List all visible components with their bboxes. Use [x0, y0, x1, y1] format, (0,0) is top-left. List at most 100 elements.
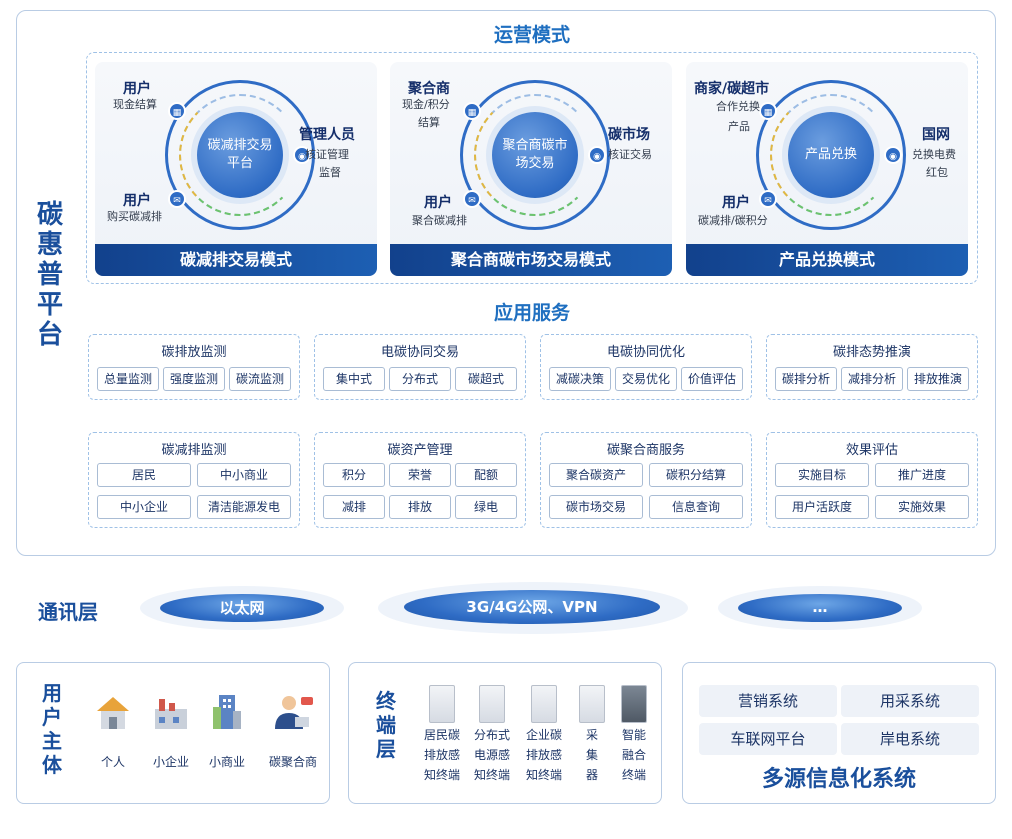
terminal-label-line: 知终端	[423, 768, 460, 782]
person-node-icon: ◉	[293, 146, 311, 164]
terminal-label-line: 集	[585, 748, 598, 762]
svc-item[interactable]: 清洁能源发电	[197, 495, 291, 519]
svc-item[interactable]: 碳流监测	[229, 367, 291, 391]
cycle-arrow-colored	[770, 94, 892, 216]
svc-item[interactable]: 绿电	[455, 495, 517, 519]
terminal-label: 分布式 电源感 知终端	[469, 725, 515, 785]
svc-item[interactable]: 荣誉	[389, 463, 451, 487]
building-icon	[213, 695, 241, 729]
role-desc: 结算	[418, 116, 440, 129]
model-bar: 聚合商碳市场交易模式	[390, 244, 672, 276]
factory-icon	[155, 699, 187, 729]
svc-item[interactable]: 聚合碳资产	[549, 463, 643, 487]
model-card-carbon-reduction: 碳减排交易平台 ▦ ◉ ✉ 用户 现金结算 管理人员 核证管理 监督 用户 购买…	[95, 62, 377, 276]
app-node-icon: ▦	[759, 102, 777, 120]
terminal-device-icon	[479, 685, 505, 723]
cycle-core: 产品兑换	[788, 112, 874, 198]
svc-item[interactable]: 总量监测	[97, 367, 159, 391]
svc-item[interactable]: 实施效果	[875, 495, 969, 519]
svc-item[interactable]: 分布式	[389, 367, 451, 391]
svc-item[interactable]: 碳市场交易	[549, 495, 643, 519]
svc-item[interactable]: 强度监测	[163, 367, 225, 391]
comm-more: …	[738, 594, 902, 622]
app-services-title: 应用服务	[493, 302, 570, 324]
terminal-device-icon	[579, 685, 605, 723]
system-item[interactable]: 营销系统	[699, 685, 837, 717]
operation-mode-title: 运营模式	[493, 24, 570, 46]
role-desc: 核证交易	[608, 148, 652, 161]
chat-node-icon: ✉	[759, 190, 777, 208]
platform-title: 碳惠普平台	[36, 200, 63, 350]
cycle-arrow-colored	[179, 94, 301, 216]
house-icon	[97, 697, 129, 729]
chat-node-icon: ✉	[463, 190, 481, 208]
svc-group-title: 碳聚合商服务	[606, 443, 685, 458]
svc-item[interactable]: 积分	[323, 463, 385, 487]
role-desc: 产品	[728, 120, 750, 133]
role-desc: 购买碳减排	[107, 210, 162, 223]
role-name: 用户	[123, 193, 151, 209]
svc-item[interactable]: 集中式	[323, 367, 385, 391]
svc-item[interactable]: 碳排分析	[775, 367, 837, 391]
system-item[interactable]: 岸电系统	[841, 723, 979, 755]
model-card-aggregator: 聚合商碳市场交易 ▦ ◉ ✉ 聚合商 现金/积分 结算 碳市场 核证交易 用户 …	[390, 62, 672, 276]
terminal-label-line: 知终端	[525, 768, 562, 782]
system-item[interactable]: 车联网平台	[699, 723, 837, 755]
svc-item[interactable]: 碳积分结算	[649, 463, 743, 487]
terminal-label-line: 居民碳	[423, 728, 460, 742]
terminal-label-line: 终端	[621, 768, 646, 782]
operation-mode-box	[86, 52, 978, 284]
terminal-label-line: 融合	[621, 748, 646, 762]
terminal-label-line: 企业碳	[525, 728, 562, 742]
user-label: 碳聚合商	[268, 755, 317, 769]
svc-group: 碳排放监测 总量监测 强度监测 碳流监测	[88, 334, 300, 400]
svc-item[interactable]: 减排	[323, 495, 385, 519]
svc-group: 电碳协同优化 减碳决策 交易优化 价值评估	[540, 334, 752, 400]
comm-ethernet: 以太网	[160, 594, 324, 622]
role-desc: 合作兑换	[716, 100, 760, 113]
role-desc: 红包	[926, 166, 948, 179]
svc-item[interactable]: 碳超式	[455, 367, 517, 391]
svc-item[interactable]: 推广进度	[875, 463, 969, 487]
terminal-label: 企业碳 排放感 知终端	[521, 725, 567, 785]
user-label: 个人	[100, 755, 125, 769]
businessman-icon	[275, 696, 313, 729]
svc-item[interactable]: 减碳决策	[549, 367, 611, 391]
model-bar: 产品兑换模式	[686, 244, 968, 276]
info-systems-title: 多源信息化系统	[761, 767, 916, 792]
role-name: 管理人员	[299, 127, 355, 143]
role-name: 聚合商	[408, 81, 450, 97]
terminal-label: 智能 融合 终端	[615, 725, 653, 785]
svc-item[interactable]: 配额	[455, 463, 517, 487]
role-desc: 兑换电费	[912, 148, 956, 161]
cycle-arrow-colored	[474, 94, 596, 216]
svc-group: 碳聚合商服务 聚合碳资产 碳积分结算 碳市场交易 信息查询	[540, 432, 752, 528]
svc-item[interactable]: 居民	[97, 463, 191, 487]
svc-group: 碳资产管理 积分 荣誉 配额 减排 排放 绿电	[314, 432, 526, 528]
terminal-layer-title: 终端层	[376, 689, 396, 761]
svc-item[interactable]: 减排分析	[841, 367, 903, 391]
svc-item[interactable]: 交易优化	[615, 367, 677, 391]
terminal-device-icon	[621, 685, 647, 723]
svc-item[interactable]: 实施目标	[775, 463, 869, 487]
svc-item[interactable]: 中小商业	[197, 463, 291, 487]
app-node-icon: ▦	[463, 102, 481, 120]
terminal-label-line: 采	[585, 728, 598, 742]
svc-group-title: 电碳协同优化	[606, 345, 685, 360]
system-item[interactable]: 用采系统	[841, 685, 979, 717]
cycle-core: 聚合商碳市场交易	[492, 112, 578, 198]
role-name: 碳市场	[608, 127, 650, 143]
svc-group: 碳排态势推演 碳排分析 减排分析 排放推演	[766, 334, 978, 400]
svc-item[interactable]: 用户活跃度	[775, 495, 869, 519]
role-desc: 聚合碳减排	[412, 214, 467, 227]
svc-item[interactable]: 价值评估	[681, 367, 743, 391]
svc-group: 碳减排监测 居民 中小商业 中小企业 清洁能源发电	[88, 432, 300, 528]
terminal-label-line: 电源感	[473, 748, 510, 762]
svc-item[interactable]: 信息查询	[649, 495, 743, 519]
terminal-label-line: 器	[585, 768, 598, 782]
svc-item[interactable]: 排放	[389, 495, 451, 519]
svc-item[interactable]: 排放推演	[907, 367, 969, 391]
svc-item[interactable]: 中小企业	[97, 495, 191, 519]
cycle-ring	[165, 80, 315, 230]
cycle-diagram: 聚合商碳市场交易 ▦ ◉ ✉	[460, 80, 610, 230]
